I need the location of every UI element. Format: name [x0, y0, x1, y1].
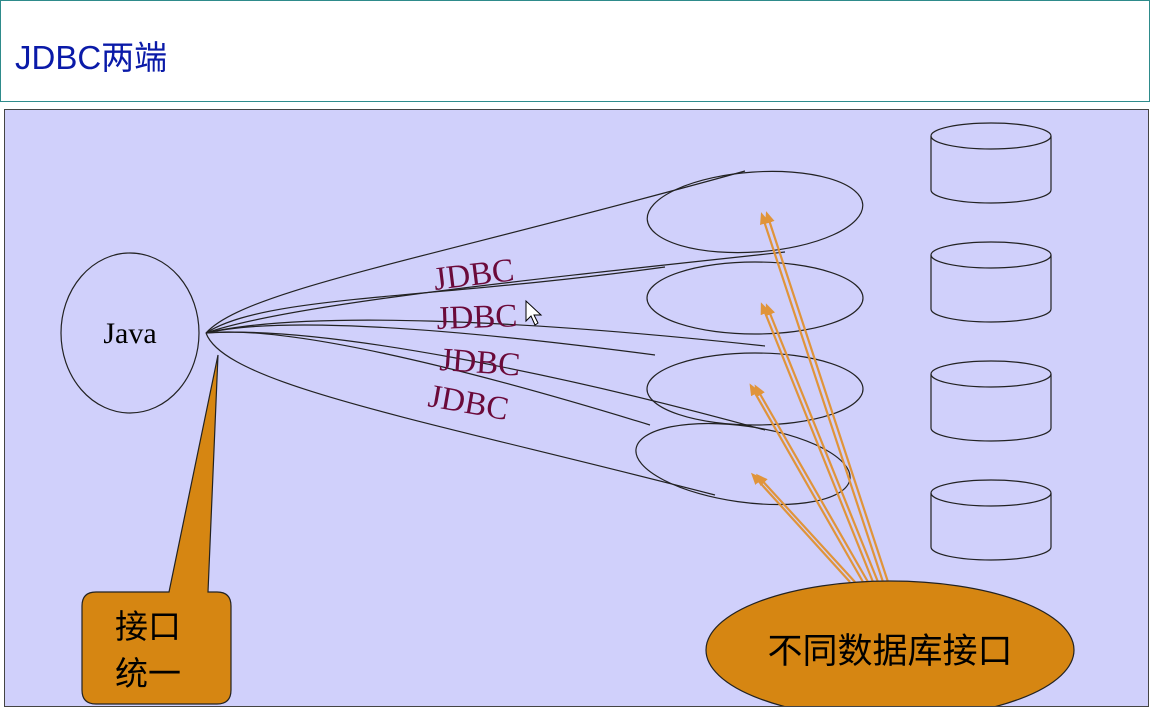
jdbc-label-1: JDBC [432, 252, 516, 298]
callout-arrows [749, 211, 890, 583]
java-label: Java [103, 317, 156, 350]
diagram-svg: Java JDBC JDBC JDBC JDBC [60, 122, 1075, 706]
mouse-cursor-icon [525, 299, 543, 326]
callout-right [705, 580, 1075, 706]
slide-title: JDBC两端 [15, 39, 168, 76]
jdbc-label-2: JDBC [436, 298, 518, 337]
database-icon [930, 122, 1052, 204]
title-bar: JDBC两端 [0, 0, 1150, 102]
jdbc-ellipse-3 [646, 352, 864, 426]
jdbc-label-3: JDBC [438, 342, 521, 384]
callout-left-line-2: 统一 [115, 655, 181, 692]
java-ellipse [60, 252, 200, 414]
database-icon [930, 241, 1052, 323]
diagram-canvas: Java JDBC JDBC JDBC JDBC [4, 109, 1149, 707]
jdbc-ellipse-1 [646, 170, 864, 254]
jdbc-ellipse-2 [646, 261, 864, 335]
callout-right-label: 不同数据库接口 [767, 632, 1012, 671]
jdbc-connection-lines [205, 170, 786, 496]
jdbc-label-4: JDBC [426, 378, 512, 427]
callout-left-line-1: 接口 [115, 608, 181, 645]
database-icon [930, 479, 1052, 561]
database-icon [930, 360, 1052, 442]
database-cylinders [930, 122, 1052, 561]
callout-left [81, 354, 232, 705]
